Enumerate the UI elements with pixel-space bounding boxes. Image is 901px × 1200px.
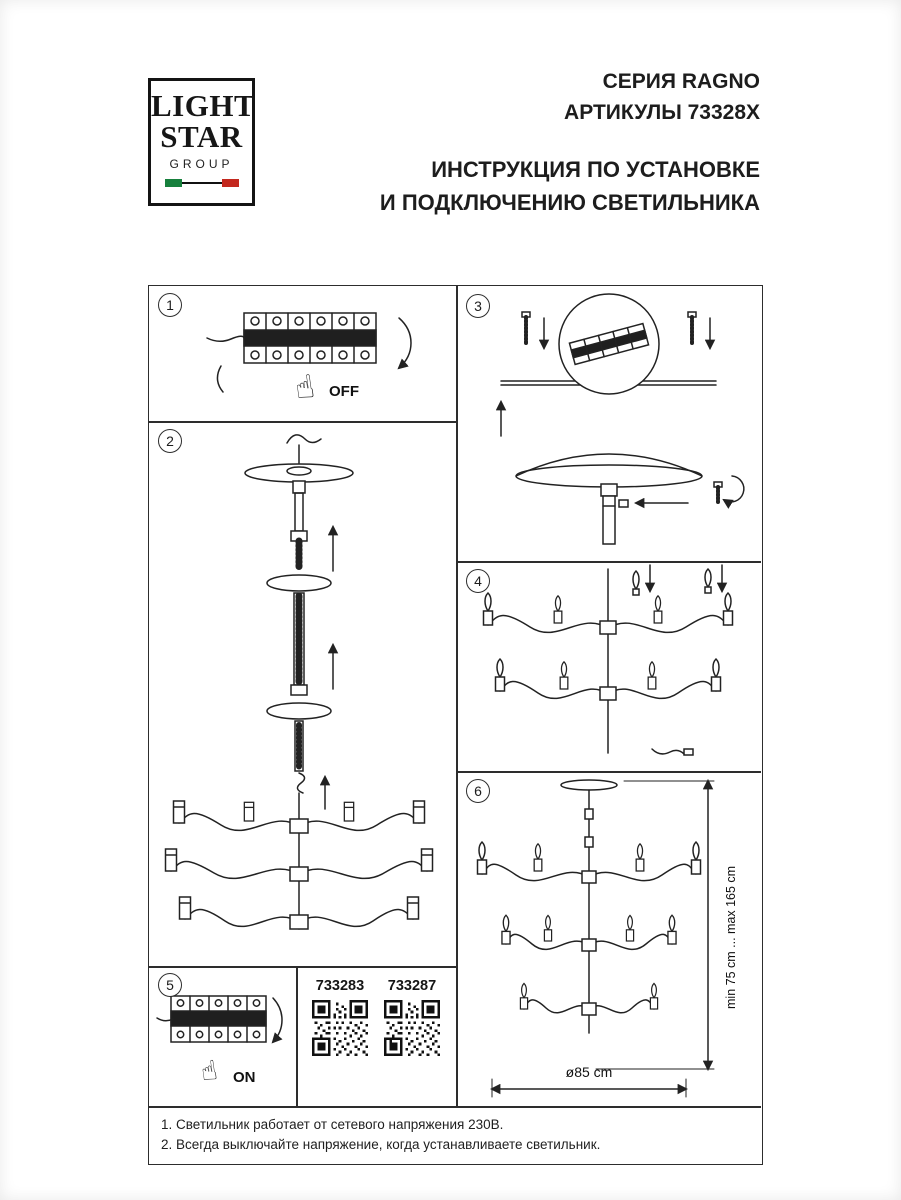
breaker-off-illustration	[206, 312, 412, 393]
grid-divider	[456, 561, 761, 563]
panel-5-power-on: 5 ☝ ON	[149, 966, 296, 1106]
logo-light-text: LIGHT	[151, 88, 256, 123]
grid-divider	[149, 1106, 761, 1108]
grid-divider	[149, 421, 456, 423]
rod-assembly-illustration	[164, 434, 434, 930]
panel-3-ceiling-mount: 3	[456, 286, 761, 561]
logo-star-text: STAR	[160, 119, 243, 154]
step-number-badge: 6	[466, 779, 490, 803]
on-label: ON	[233, 1069, 256, 1086]
breaker-on-illustration	[156, 995, 283, 1044]
chandelier-dimensions-illustration	[476, 778, 715, 1098]
grid-divider	[149, 966, 456, 968]
step-number-badge: 5	[158, 973, 182, 997]
instruction-sheet: 1 ☝ OFF	[148, 285, 763, 1165]
step-number-badge: 4	[466, 569, 490, 593]
grid-divider	[456, 771, 761, 773]
step-number-badge: 2	[158, 429, 182, 453]
qr-code-icon	[312, 1000, 368, 1056]
panel-4-arms-bulbs: 4	[456, 561, 761, 771]
bulb-install-illustration	[482, 564, 734, 756]
off-label: OFF	[329, 383, 359, 400]
grid-divider	[456, 286, 458, 1106]
ceiling-mount-illustration	[495, 293, 745, 545]
qr-code-icon	[384, 1000, 440, 1056]
lightstar-logo: LIGHT STAR GROUP	[148, 78, 255, 206]
series-title: СЕРИЯ RAGNO	[602, 70, 760, 93]
diameter-dimension-label: ø85 cm	[565, 1064, 613, 1080]
qr-panel: 733283 733287	[296, 966, 456, 1106]
article-number-right: 733287	[387, 978, 437, 994]
page-title: ИНСТРУКЦИЯ ПО УСТАНОВКЕ И ПОДКЛЮЧЕНИЮ СВ…	[379, 157, 760, 215]
qr-column-left: 733283	[312, 978, 368, 1106]
italian-flag-icon	[164, 179, 239, 187]
step-number-badge: 1	[158, 293, 182, 317]
grid-divider	[296, 966, 298, 1106]
note-line-2: 2. Всегда выключайте напряжение, когда у…	[161, 1137, 601, 1152]
panel-6-dimensions: 6	[456, 771, 761, 1106]
header-text: СЕРИЯ RAGNO АРТИКУЛЫ 73328X ИНСТРУКЦИЯ П…	[380, 66, 760, 219]
panel-2-rod-assembly: 2	[149, 421, 456, 966]
panel-1-power-off: 1 ☝ OFF	[149, 286, 456, 421]
step-number-badge: 3	[466, 294, 490, 318]
height-dimension-label: min 75 cm ... max 165 cm	[724, 865, 738, 1009]
articles-title: АРТИКУЛЫ 73328X	[564, 101, 760, 124]
article-number-left: 733283	[315, 978, 365, 994]
note-line-1: 1. Светильник работает от сетевого напря…	[161, 1117, 504, 1132]
notes-box: 1. Светильник работает от сетевого напря…	[149, 1106, 762, 1155]
logo-group-text: GROUP	[169, 157, 234, 171]
qr-column-right: 733287	[384, 978, 440, 1106]
